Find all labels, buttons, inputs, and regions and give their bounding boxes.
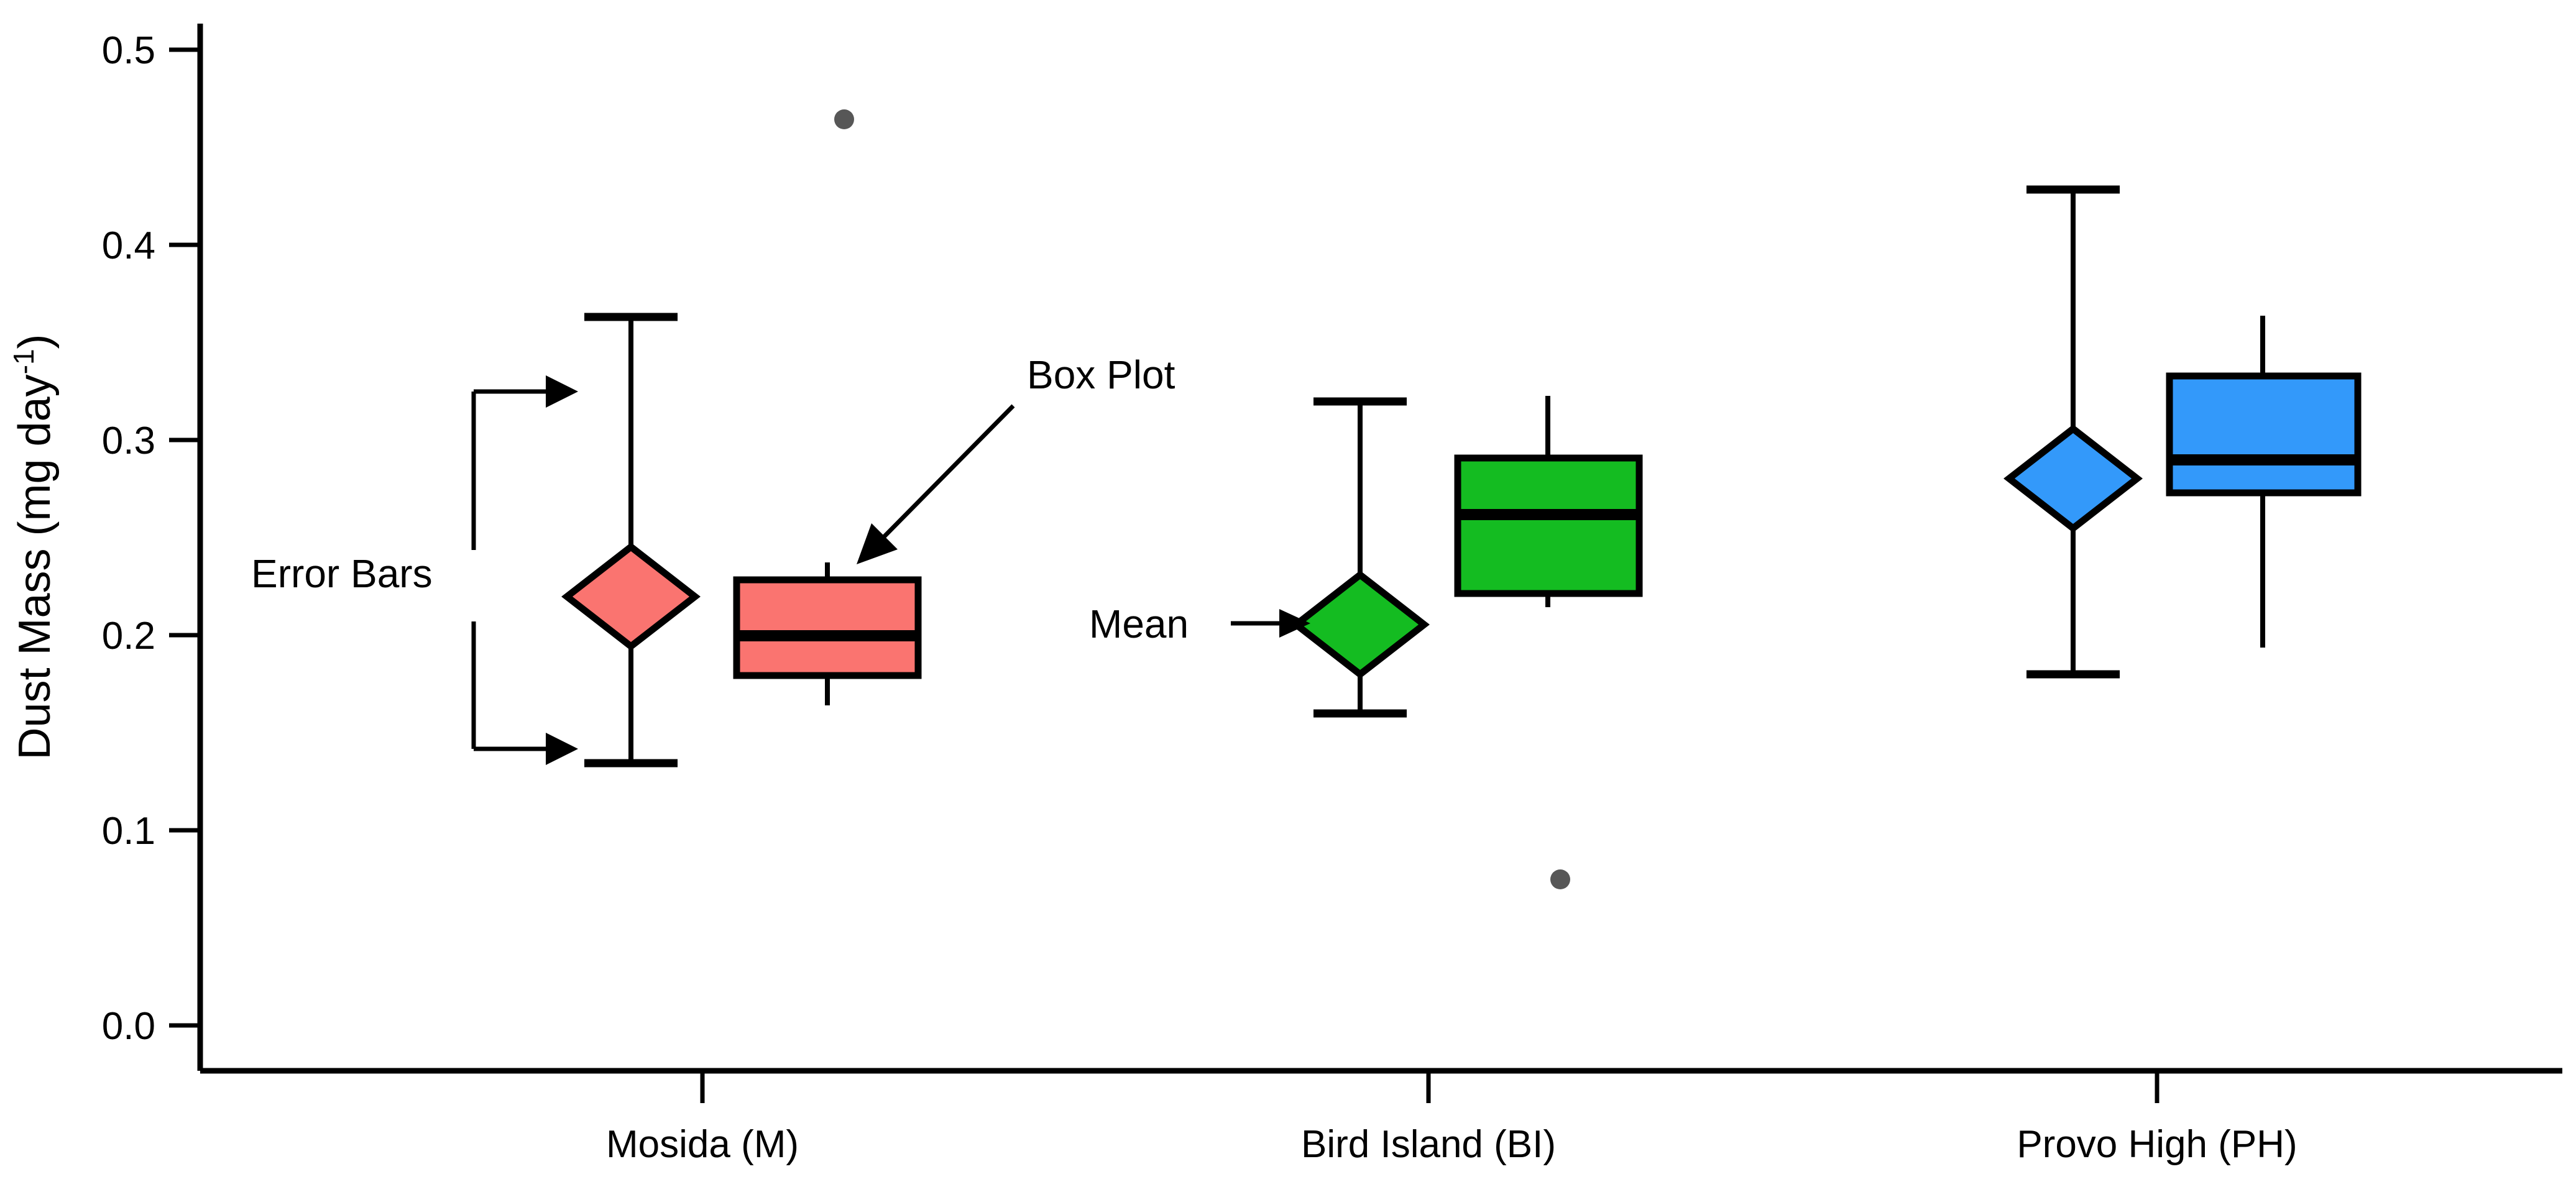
mosida-box <box>733 562 922 705</box>
error-bars-label: Error Bars <box>251 551 433 596</box>
series-provo-high <box>2003 185 2362 679</box>
bird-island-box-rect <box>1454 454 1643 597</box>
y-axis-title: Dust Mass (mg day-1) <box>7 334 60 759</box>
axes-group <box>197 24 2562 1074</box>
box-plot-label: Box Plot <box>1027 352 1175 397</box>
box-plot-arrowhead <box>857 523 898 564</box>
y-tick-label-0.4: 0.4 <box>102 224 155 267</box>
mean-arrowhead <box>1279 609 1310 638</box>
error-bars-arrowhead-top <box>546 375 578 408</box>
y-tick-marks <box>169 47 200 1028</box>
y-axis-title-tail: ) <box>10 334 60 349</box>
y-tick-label-0.5: 0.5 <box>102 29 155 72</box>
mosida-error-bar <box>584 313 678 768</box>
box-plot-leader-line <box>872 404 1015 549</box>
y-tick-label-0.3: 0.3 <box>102 419 155 462</box>
x-label-provo-high: Provo High (PH) <box>2017 1123 2297 1166</box>
x-tick-marks <box>700 1071 2160 1103</box>
x-category-labels: Mosida (M) Bird Island (BI) Provo High (… <box>606 1123 2298 1166</box>
x-label-bird-island: Bird Island (BI) <box>1301 1123 1556 1166</box>
mosida-box-rect <box>733 576 922 679</box>
y-tick-label-0.1: 0.1 <box>102 810 155 853</box>
bird-island-mean-diamond <box>1290 571 1430 679</box>
provo-high-box-rect <box>2166 372 2362 497</box>
y-tick-labels: 0.5 0.4 0.3 0.2 0.1 0.0 <box>102 29 155 1048</box>
annotation-error-bars: Error Bars <box>251 375 578 765</box>
bird-island-box <box>1454 396 1643 607</box>
series-bird-island <box>1290 396 1643 889</box>
error-bars-arrowhead-bottom <box>546 733 578 765</box>
y-axis-title-group: Dust Mass (mg day-1) <box>7 334 60 759</box>
error-bars-bracket <box>471 389 553 751</box>
x-label-mosida: Mosida (M) <box>606 1123 799 1166</box>
bird-island-outlier-point <box>1550 869 1570 889</box>
y-axis-title-main: Dust Mass (mg day <box>10 374 60 759</box>
mosida-mean-diamond <box>561 543 701 651</box>
series-mosida <box>561 109 922 768</box>
y-tick-label-0.0: 0.0 <box>102 1005 155 1048</box>
mosida-outlier-point <box>834 109 854 129</box>
annotation-mean: Mean <box>1089 602 1310 646</box>
annotation-box-plot: Box Plot <box>857 352 1175 564</box>
provo-high-box <box>2166 316 2362 648</box>
y-tick-label-0.2: 0.2 <box>102 615 155 658</box>
provo-high-mean-diamond <box>2003 424 2143 533</box>
y-axis-title-superscript: -1 <box>7 349 40 374</box>
mean-label: Mean <box>1089 602 1189 646</box>
